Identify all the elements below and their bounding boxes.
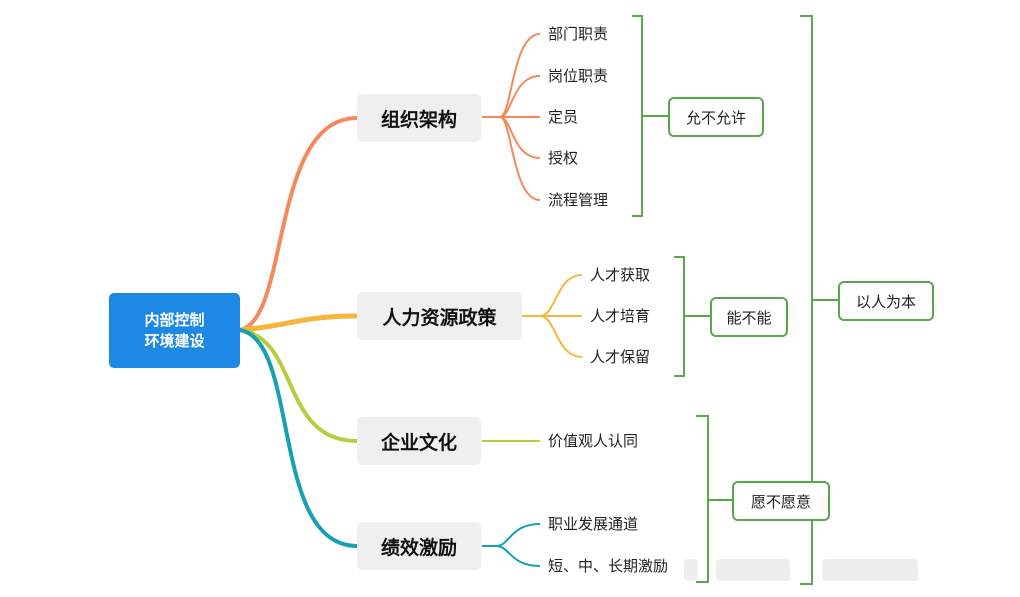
edge-root-to-org (238, 116, 359, 332)
watermark-blur-1 (684, 559, 698, 581)
watermark-blur-3 (822, 559, 918, 581)
edge-root-to-hr (237, 313, 360, 333)
edge-root-to-culture (238, 328, 359, 443)
branch-perf[interactable]: 绩效激励 (357, 522, 481, 570)
branch-org[interactable]: 组织架构 (357, 94, 481, 142)
leaf-org-4[interactable]: 授权 (548, 149, 579, 167)
edge-root-to-perf (238, 328, 359, 548)
root-node[interactable]: 内部控制 环境建设 (109, 293, 240, 368)
leaf-perf-1[interactable]: 职业发展通道 (548, 515, 639, 533)
hr-leaf-edges (522, 274, 583, 358)
tag-willing[interactable]: 愿不愿意 (732, 481, 830, 521)
leaf-culture-1[interactable]: 价值观人认同 (548, 432, 639, 450)
tag-able[interactable]: 能不能 (710, 297, 788, 337)
root-label-line1: 内部控制 (144, 310, 205, 329)
branch-hr[interactable]: 人力资源政策 (357, 292, 522, 340)
tag-people[interactable]: 以人为本 (838, 281, 934, 321)
leaf-org-1[interactable]: 部门职责 (548, 25, 609, 43)
leaf-org-2[interactable]: 岗位职责 (548, 67, 609, 85)
org-leaf-edges (482, 33, 541, 201)
branch-culture[interactable]: 企业文化 (357, 417, 481, 465)
leaf-hr-3[interactable]: 人才保留 (590, 348, 651, 366)
leaf-hr-1[interactable]: 人才获取 (590, 266, 651, 284)
brackets (632, 15, 838, 585)
leaf-org-3[interactable]: 定员 (548, 108, 579, 126)
perf-leaf-edges (482, 523, 541, 567)
leaf-perf-2[interactable]: 短、中、长期激励 (548, 557, 669, 575)
root-label-line2: 环境建设 (144, 331, 205, 350)
bracket-willing (696, 415, 709, 583)
bracket-able (674, 256, 685, 377)
tag-allow[interactable]: 允不允许 (668, 97, 764, 137)
leaf-hr-2[interactable]: 人才培育 (590, 307, 651, 325)
leaf-org-5[interactable]: 流程管理 (548, 191, 609, 209)
bracket-allow (632, 15, 643, 217)
watermark-blur-2 (716, 559, 790, 581)
